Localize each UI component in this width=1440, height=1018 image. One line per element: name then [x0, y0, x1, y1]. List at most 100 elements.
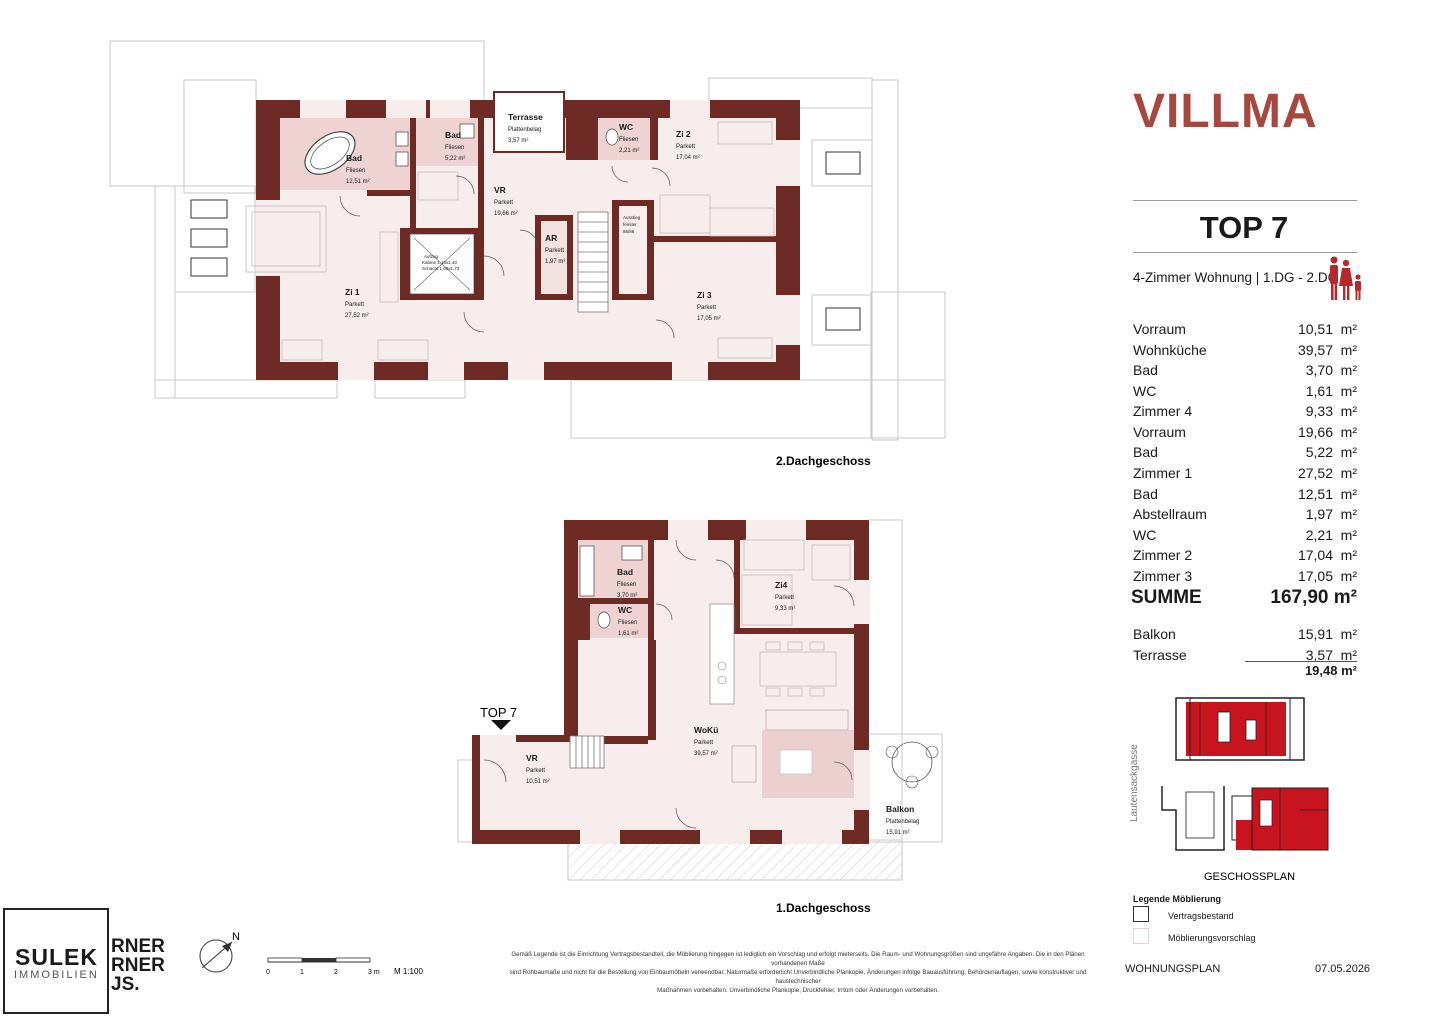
room-material-ar: Parkett: [545, 248, 564, 254]
legend-swatch-contract: [1133, 906, 1149, 922]
room-material-woku: Parkett: [694, 740, 713, 746]
room-name-bad-small: Bad: [445, 130, 461, 140]
room-name-balkon: Balkon: [886, 804, 914, 814]
room-material-terrasse: Plattenbelag: [508, 127, 541, 133]
room-name-zi1: Zi 1: [345, 287, 360, 297]
ausstieg-label-2: fenster: [623, 222, 637, 227]
ausstieg-label-3: 86/86: [623, 229, 635, 234]
plan-date: 07.05.2026: [1315, 963, 1371, 975]
room-name-vr-lower: VR: [526, 753, 538, 763]
room-material-zi4: Parkett: [775, 595, 794, 601]
plan-type-label: WOHNUNGSPLAN: [1125, 963, 1221, 975]
plan-upper-caption: 2.Dachgeschoss: [776, 454, 871, 468]
room-area-wc-upper: 2,21 m²: [619, 148, 639, 154]
legend-title: Legende Möblierung: [1133, 894, 1222, 904]
partner-logo-line: JS.: [111, 974, 140, 995]
divider-title: [1133, 252, 1357, 253]
summe-value: 167,90 m²: [1270, 587, 1357, 608]
room-name-zi4: Zi4: [775, 580, 788, 590]
entry-arrow-icon: [491, 720, 511, 730]
scale-bar: 0 1 2 3 m M 1:100: [266, 957, 423, 976]
unit-subtitle: 4-Zimmer Wohnung | 1.DG - 2.DG: [1133, 270, 1339, 285]
room-area-vr-lower: 10,51 m²: [526, 779, 550, 785]
scale-tick-2: 2: [334, 969, 338, 976]
room-area-zi1: 27,52 m²: [345, 313, 369, 319]
room-name-bad-lower: Bad: [617, 567, 633, 577]
room-area-balkon: 15,91 m²: [886, 830, 910, 836]
summe-label: SUMME: [1131, 587, 1202, 608]
room-area-bad-lower: 3,70 m²: [617, 593, 637, 599]
room-name-wc-lower: WC: [618, 605, 632, 615]
room-area-vr-upper: 19,66 m²: [494, 211, 518, 217]
legend-item-furniture: Möblierungsvorschlag: [1168, 933, 1256, 943]
plan-lower-caption: 1.Dachgeschoss: [776, 901, 871, 915]
room-material-balkon: Plattenbelag: [886, 819, 919, 825]
room-name-woku: WoKü: [694, 725, 718, 735]
room-area-wc-lower: 1,61 m²: [618, 631, 638, 637]
north-label: N: [232, 931, 240, 943]
lift-label-3: Schacht 1,60x1,73: [422, 266, 460, 271]
divider-top: [1133, 200, 1357, 201]
lift-label-1: Aufzug: [424, 254, 439, 259]
scale-tick-0: 0: [266, 969, 270, 976]
disclaimer: Gemäß Legende ist die Einrichtung Vertra…: [493, 951, 1103, 996]
unit-title: TOP 7: [1199, 210, 1289, 245]
room-material-vr-lower: Parkett: [526, 768, 545, 774]
room-name-zi3: Zi 3: [697, 290, 712, 300]
room-name-ar: AR: [545, 233, 557, 243]
room-area-zi3: 17,05 m²: [697, 316, 721, 322]
outdoor-total: 19,48 m²: [1245, 661, 1357, 678]
room-area-bad-small: 5,22 m²: [445, 156, 465, 162]
street-label: Lautensackgasse: [1129, 744, 1140, 822]
partner-logo: RNER RNER JS.: [111, 937, 165, 994]
room-area-zi4: 9,33 m²: [775, 606, 795, 612]
disclaimer-line: sind Rohbaumaße und nicht für die Bestel…: [509, 968, 1087, 985]
keyplan-caption: GESCHOSSPLAN: [1204, 871, 1295, 883]
ausstieg-label-1: Ausstieg: [623, 215, 641, 220]
room-material-bad-small: Fliesen: [445, 145, 464, 151]
sulek-logo-text: SULEK: [15, 944, 98, 970]
sulek-logo: SULEK IMMOBILIEN: [3, 908, 109, 1014]
room-material-zi3: Parkett: [697, 305, 716, 311]
scale-tick-1: 1: [300, 969, 304, 976]
keyplan: Lautensackgasse GESCHOSSPLAN: [1129, 697, 1329, 883]
room-name-terrasse: Terrasse: [508, 112, 543, 122]
room-material-zi2: Parkett: [676, 144, 695, 150]
legend-item-contract: Vertragsbestand: [1168, 911, 1234, 921]
room-material-vr-upper: Parkett: [494, 200, 513, 206]
legend-swatch-furniture: [1133, 928, 1149, 944]
top7-marker-label: TOP 7: [480, 705, 517, 720]
sulek-logo-subtext: IMMOBILIEN: [14, 969, 99, 981]
room-name-wc-upper: WC: [619, 122, 633, 132]
room-material-zi1: Parkett: [345, 302, 364, 308]
plan-upper: Bad Fliesen 12,51 m² Bad Fliesen 5,22 m²…: [109, 40, 946, 468]
scale-tick-3: 3 m: [368, 969, 380, 976]
partner-logo-line: RNER: [111, 936, 165, 957]
room-name-vr-upper: VR: [494, 185, 506, 195]
room-area-ar: 1,97 m²: [545, 259, 565, 265]
family-icon: [1330, 256, 1361, 300]
floor-plans: Bad Fliesen 12,51 m² Bad Fliesen 5,22 m²…: [109, 40, 946, 976]
disclaimer-line: Maßnahmen vorbehalten. Unverbindliche Pl…: [657, 986, 939, 994]
brand-logo: VILLMA: [1133, 85, 1318, 138]
room-area-terrasse: 3,57 m²: [508, 138, 528, 144]
scale-label: M 1:100: [394, 967, 423, 976]
plan-lower: TOP 7 Bad Fliesen 3,70 m² WC Fliesen 1,6…: [457, 519, 943, 915]
partner-logo-line: RNER: [111, 955, 165, 976]
room-material-bad-lower: Fliesen: [617, 582, 636, 588]
keyplan-lower: [1161, 786, 1329, 851]
north-arrow-icon: N: [199, 931, 240, 973]
